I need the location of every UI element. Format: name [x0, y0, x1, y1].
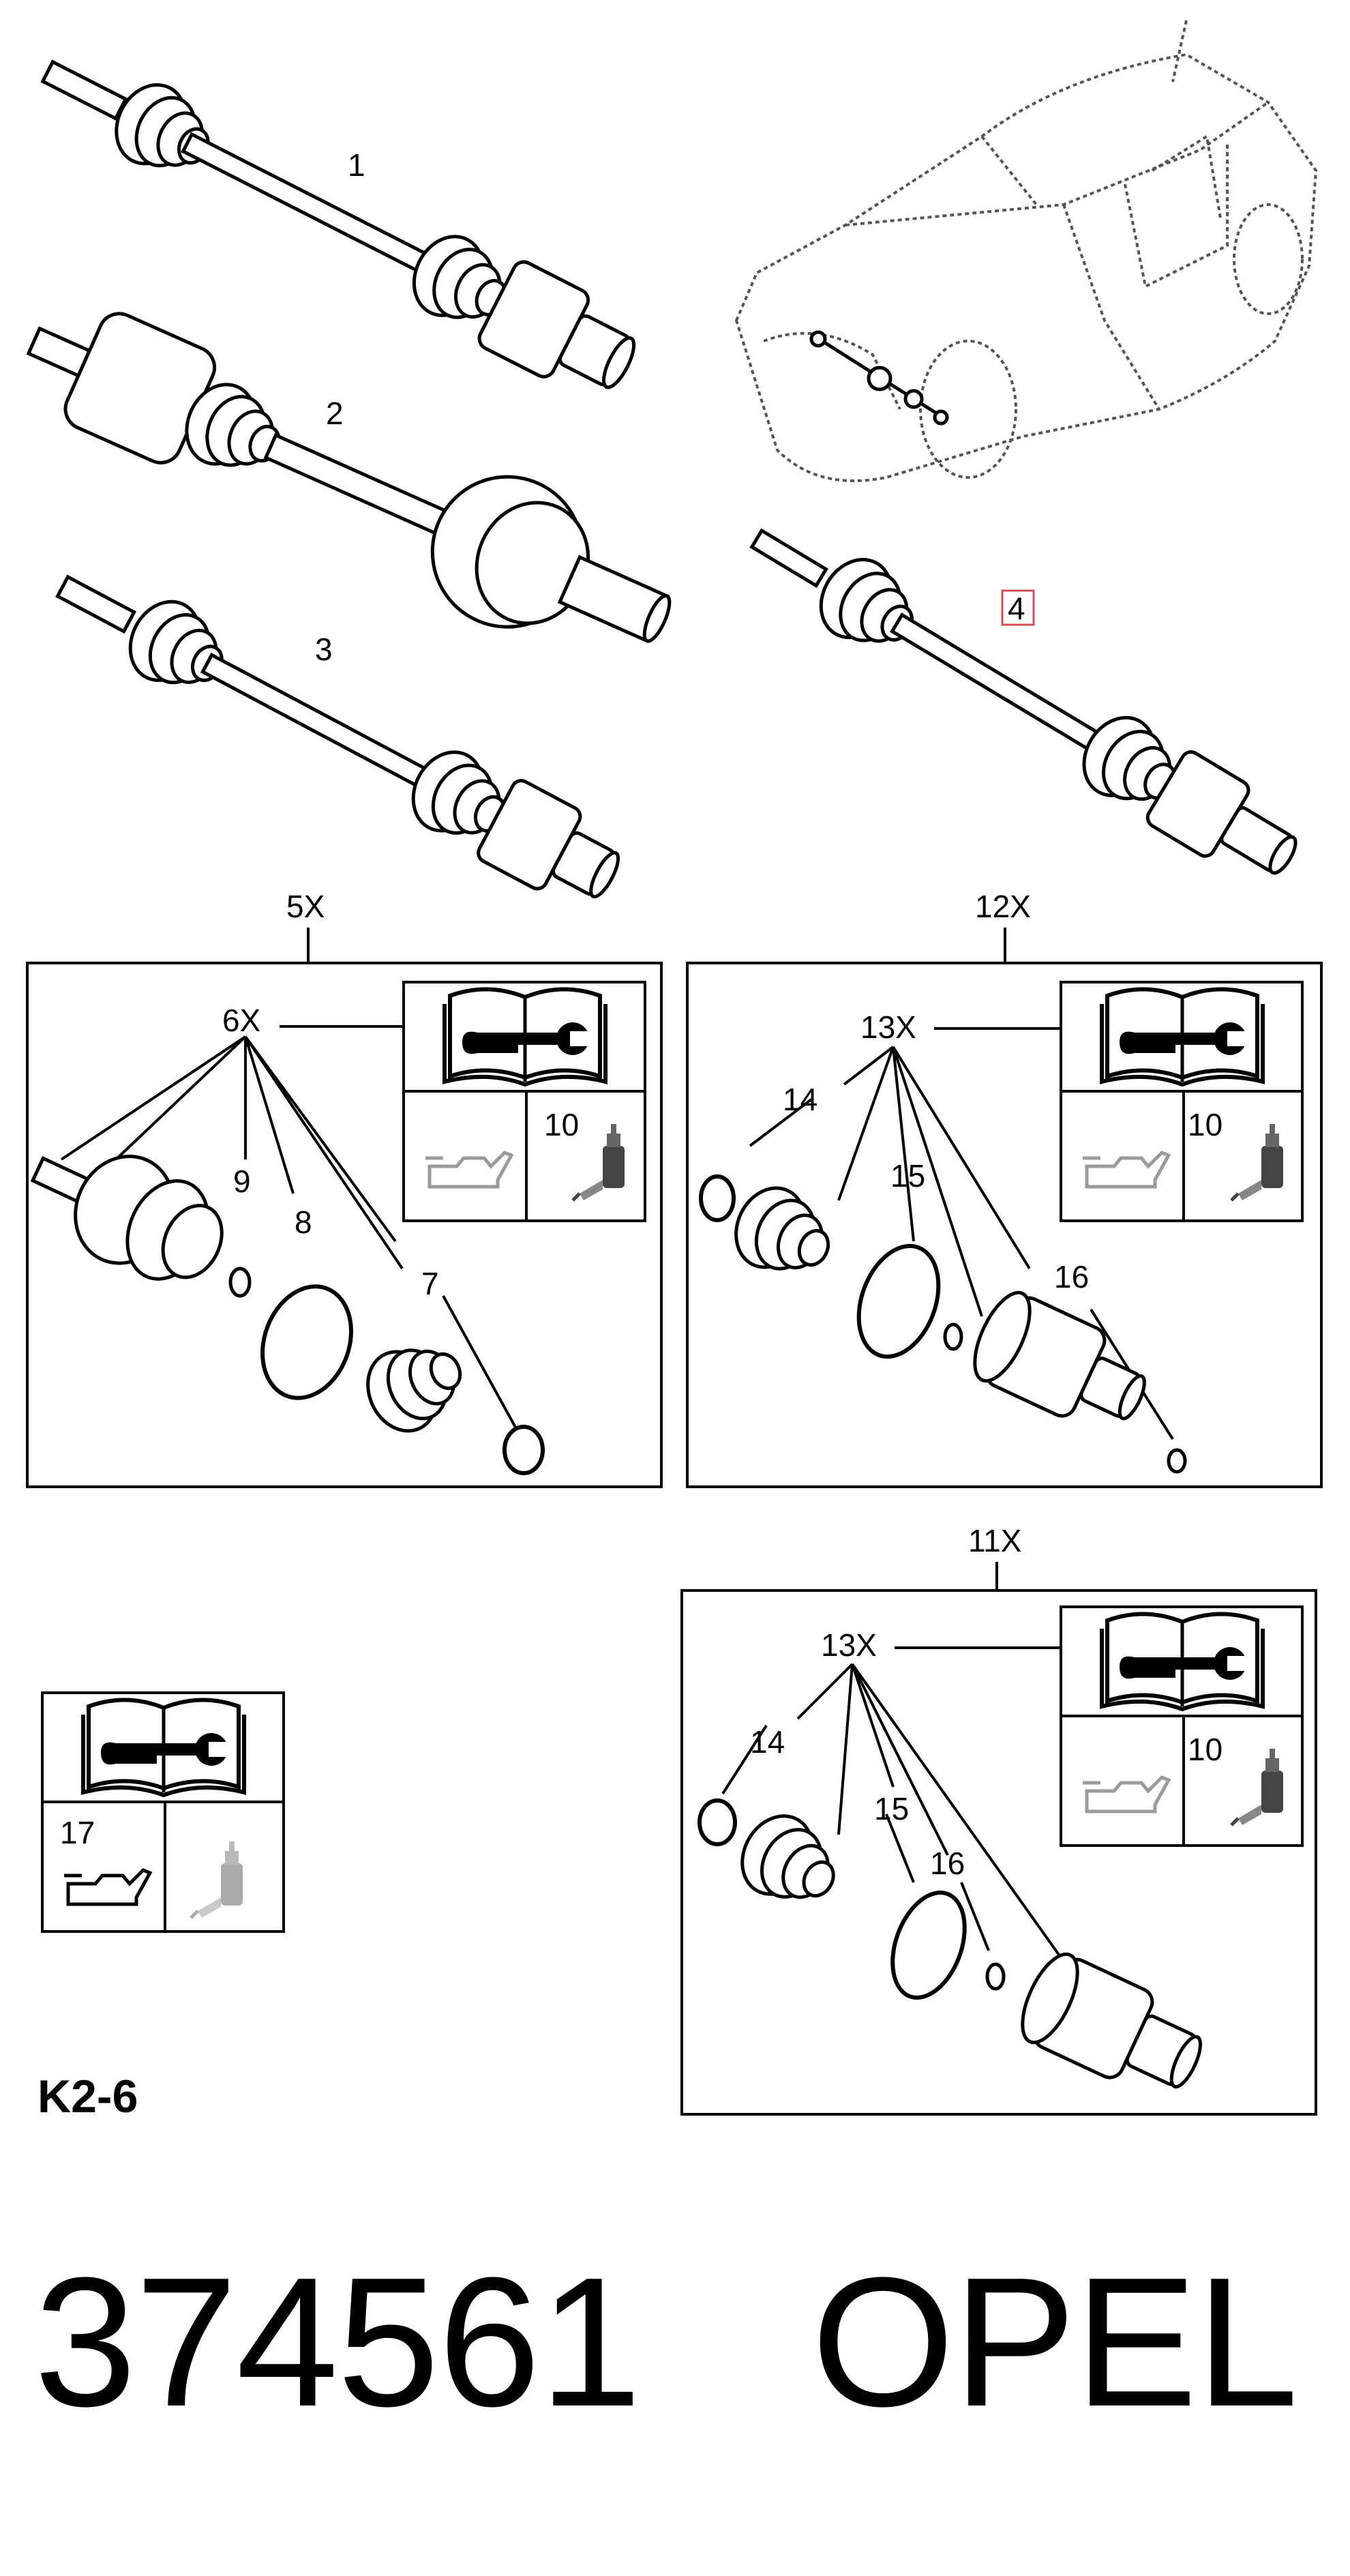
- diagram-code: K2-6: [38, 2071, 138, 2122]
- drive-shaft-2: [26, 312, 672, 643]
- kit-5x-set-label: 6X: [222, 1003, 260, 1038]
- kit-5x-outer-joint: [30, 1155, 224, 1281]
- shaft-label-1: 1: [348, 147, 365, 183]
- drive-shaft-3: [55, 574, 620, 899]
- kit-5x-circlip: [228, 1267, 252, 1298]
- kit-5x-legend: 10: [402, 981, 646, 1222]
- kit-12x-label: 12X: [975, 889, 1031, 924]
- kit-11x-part-16: 16: [930, 1846, 965, 1881]
- kit-12x-inner-joint: [973, 1290, 1146, 1421]
- kit-5x-tool-label: 10: [544, 1107, 579, 1142]
- kit-11x-part-14: 14: [750, 1724, 785, 1760]
- service-manual-icon: [1102, 1614, 1263, 1709]
- shaft-4-highlight-box: [1001, 589, 1035, 626]
- kit-5x-clamp-large: [260, 1284, 353, 1400]
- drive-shaft-4: [749, 528, 1298, 875]
- shaft-label-4: 4: [1008, 591, 1025, 626]
- service-box-17: 17: [41, 1691, 285, 1933]
- kit-11x-label: 11X: [968, 1523, 1021, 1558]
- service-manual-icon: [83, 1700, 244, 1795]
- part-number: 374561: [34, 2240, 642, 2445]
- kit-11x-part-15: 15: [874, 1791, 909, 1826]
- car-shaft-highlight: [809, 330, 949, 426]
- kit-11x-clamp-small: [698, 1798, 737, 1846]
- service-manual-icon: [445, 989, 605, 1084]
- kit-11x: 11X 10 13X: [680, 1523, 1317, 2116]
- kit-12x-seal: [1167, 1448, 1187, 1474]
- kit-12x-tool-label: 10: [1188, 1107, 1222, 1142]
- kit-11x-circlip: [985, 1962, 1006, 1991]
- brand-name: OPEL: [811, 2240, 1298, 2445]
- kit-11x-legend: 10: [1060, 1605, 1304, 1847]
- kit-12x-circlip: [943, 1322, 963, 1351]
- kit-5x-part-8: 8: [295, 1204, 312, 1240]
- kit-5x-label: 5X: [286, 889, 325, 924]
- kit-12x: 12X 10 13X: [686, 889, 1323, 1488]
- kit-5x: 5X 10 6X: [26, 889, 663, 1488]
- kit-12x-part-16: 16: [1054, 1259, 1089, 1294]
- service-box-item-label: 17: [60, 1815, 95, 1850]
- car-illustration: [734, 20, 1318, 482]
- kit-5x-clamp-small: [502, 1425, 545, 1475]
- kit-5x-boot: [355, 1329, 475, 1442]
- kit-12x-set-label: 13X: [860, 1009, 916, 1045]
- kit-11x-boot: [728, 1803, 851, 1921]
- kit-5x-part-9: 9: [233, 1164, 251, 1199]
- kit-12x-clamp-large: [856, 1243, 941, 1359]
- shaft-label-2: 2: [326, 396, 344, 431]
- kit-5x-part-7: 7: [421, 1266, 439, 1301]
- service-manual-icon: [1102, 989, 1263, 1084]
- drive-shaft-1: [40, 59, 636, 389]
- kit-11x-inner-joint: [1021, 1952, 1203, 2089]
- kit-12x-boot: [723, 1176, 843, 1290]
- shaft-label-3: 3: [315, 632, 333, 667]
- kit-12x-part-14: 14: [783, 1082, 817, 1117]
- kit-11x-tool-label: 10: [1188, 1732, 1222, 1767]
- kit-12x-clamp-small: [699, 1174, 736, 1222]
- kit-12x-legend: 10: [1060, 981, 1304, 1222]
- kit-11x-clamp-large: [890, 1891, 967, 2000]
- kit-12x-part-15: 15: [890, 1158, 925, 1194]
- kit-11x-set-label: 13X: [821, 1627, 877, 1663]
